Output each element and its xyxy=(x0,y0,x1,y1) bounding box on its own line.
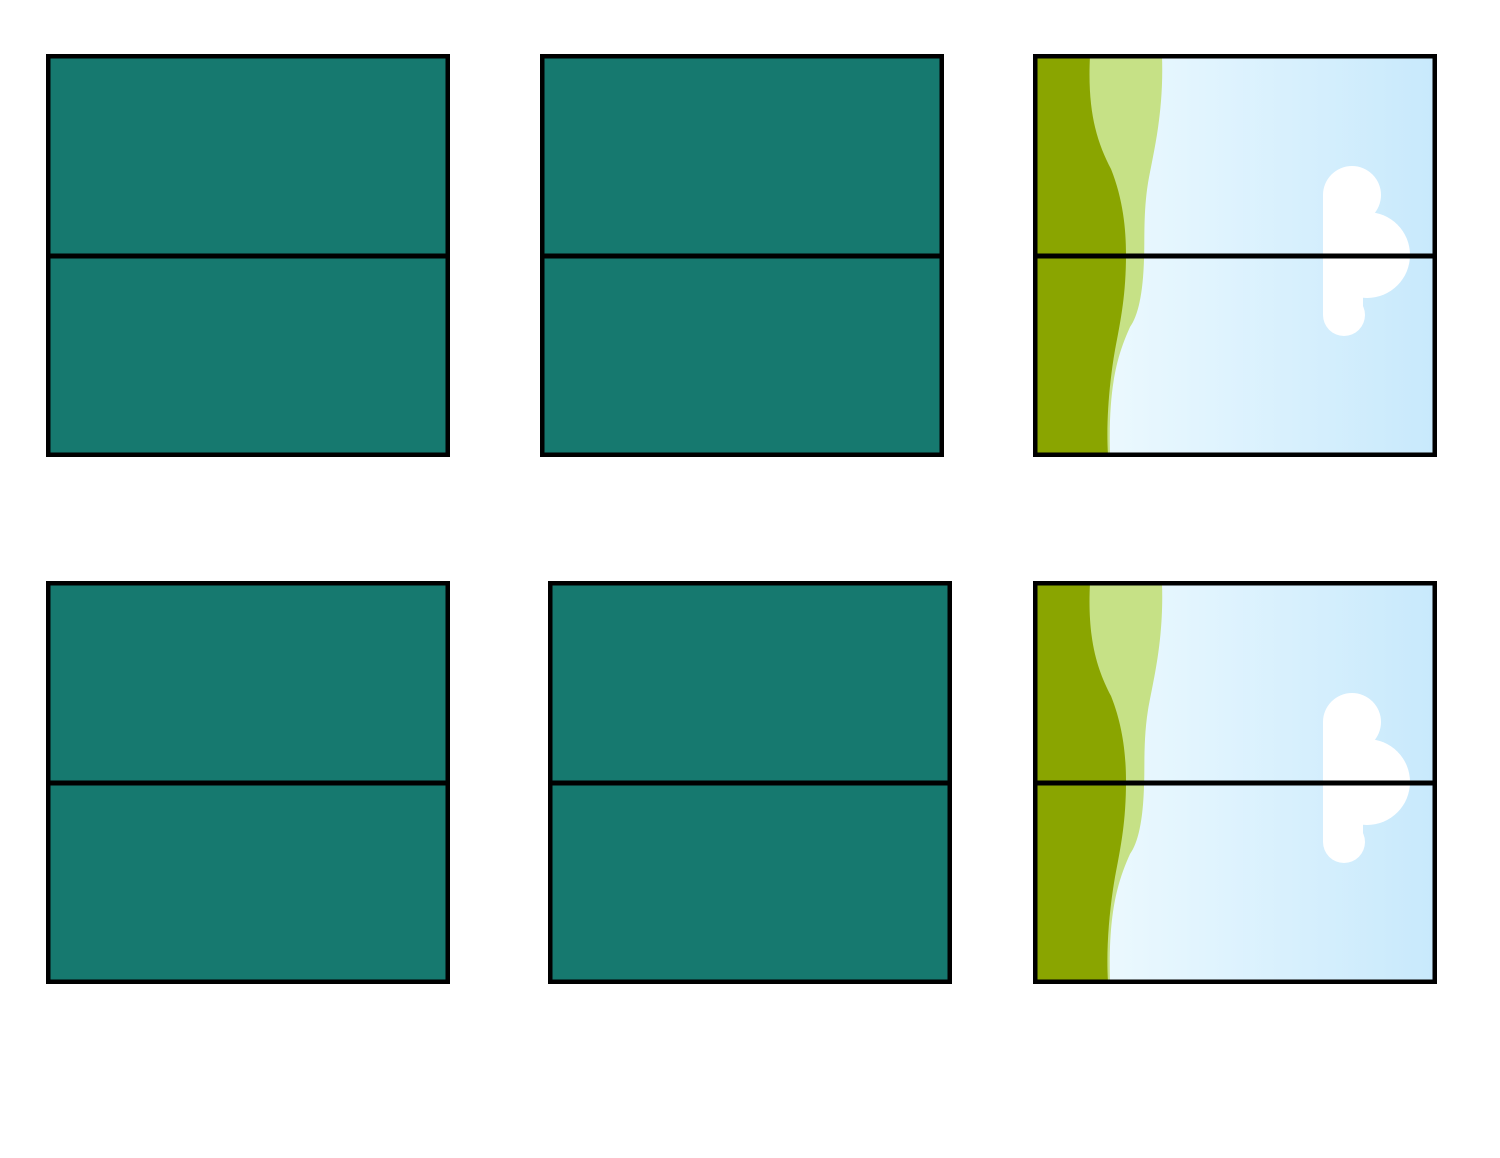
teal-panel-2 xyxy=(540,54,944,457)
landscape-panel-2 xyxy=(1033,581,1437,984)
teal-panel-4 xyxy=(548,581,952,984)
teal-panel-1 xyxy=(46,54,450,457)
landscape-panel-1 xyxy=(1033,54,1437,457)
teal-panel-3 xyxy=(46,581,450,984)
